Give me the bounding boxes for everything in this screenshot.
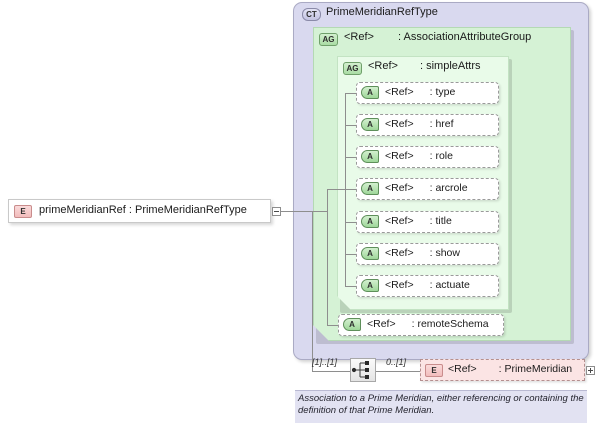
occurrence-label-left: [1]..[1] [312, 357, 338, 367]
element-badge: E [425, 364, 443, 377]
attr-branch-5 [345, 222, 356, 223]
attribute-row-href[interactable]: A <Ref> : href [356, 114, 499, 136]
sequence-compositor-icon[interactable] [350, 358, 376, 382]
attribute-name: : title [429, 215, 452, 227]
attribute-group-outer-ref: <Ref> [344, 31, 374, 43]
attribute-row-remoteschema[interactable]: A <Ref> : remoteSchema [338, 314, 504, 336]
attribute-group-inner-ref: <Ref> [368, 60, 398, 72]
element-badge: E [14, 205, 32, 218]
attribute-ref: <Ref> [367, 318, 396, 330]
attribute-label: <Ref> : href [385, 118, 454, 130]
attribute-badge: A [361, 279, 379, 292]
inner-group-stem [327, 189, 345, 190]
attribute-group-inner-name: : simpleAttrs [420, 60, 481, 72]
attribute-group-inner-badge: AG [343, 62, 362, 75]
attribute-row-title[interactable]: A <Ref> : title [356, 211, 499, 233]
outer-group-trunk [327, 189, 328, 325]
child-element-box[interactable]: E <Ref> : PrimeMeridian [420, 359, 585, 381]
attribute-name: : role [429, 150, 453, 162]
attribute-label: <Ref> : show [385, 247, 460, 259]
attr-branch-6 [345, 254, 356, 255]
attribute-row-role[interactable]: A <Ref> : role [356, 146, 499, 168]
attribute-name: : href [429, 118, 454, 130]
outer-group-stem [312, 211, 327, 212]
occurrence-label-right: 0..[1] [386, 357, 407, 367]
child-element-ref: <Ref> [448, 363, 477, 375]
attribute-row-actuate[interactable]: A <Ref> : actuate [356, 275, 499, 297]
attr-branch-3 [345, 157, 356, 158]
attribute-group-outer-badge: AG [319, 33, 338, 46]
attribute-badge: A [361, 86, 379, 99]
attr-branch-7 [345, 286, 356, 287]
attribute-ref: <Ref> [385, 150, 414, 162]
child-element-name: : PrimeMeridian [498, 363, 573, 375]
attribute-name: : remoteSchema [411, 318, 489, 330]
child-element-link [376, 371, 420, 372]
attribute-row-arcrole[interactable]: A <Ref> : arcrole [356, 178, 499, 200]
attribute-ref: <Ref> [385, 247, 414, 259]
root-element-label: primeMeridianRef : PrimeMeridianRefType [39, 204, 247, 216]
attribute-ref: <Ref> [385, 86, 414, 98]
attribute-badge: A [361, 215, 379, 228]
attribute-badge: A [361, 247, 379, 260]
attribute-name: : actuate [429, 279, 470, 291]
attribute-ref: <Ref> [385, 182, 414, 194]
attribute-row-type[interactable]: A <Ref> : type [356, 82, 499, 104]
complex-type-badge: CT [302, 8, 321, 21]
attr-branch-4 [345, 189, 356, 190]
attribute-label: <Ref> : remoteSchema [367, 318, 489, 330]
attribute-name: : arcrole [429, 182, 468, 194]
root-trunk [312, 211, 313, 371]
attribute-ref: <Ref> [385, 118, 414, 130]
attribute-badge: A [343, 318, 361, 331]
attribute-name: : show [429, 247, 460, 259]
collapse-minus-icon[interactable] [272, 207, 281, 216]
attribute-label: <Ref> : arcrole [385, 182, 468, 194]
sequence-icon-glyph [351, 361, 369, 379]
child-element-label: <Ref> : PrimeMeridian [448, 363, 572, 375]
attribute-badge: A [361, 182, 379, 195]
remote-schema-branch [327, 325, 338, 326]
attribute-ref: <Ref> [385, 215, 414, 227]
attribute-label: <Ref> : title [385, 215, 452, 227]
sequence-link [312, 371, 350, 372]
attribute-label: <Ref> : actuate [385, 279, 470, 291]
attribute-badge: A [361, 118, 379, 131]
annotation-panel: Association to a Prime Meridian, either … [295, 390, 587, 423]
attribute-label: <Ref> : type [385, 86, 455, 98]
attribute-name: : type [429, 86, 456, 98]
attribute-group-outer-name: : AssociationAttributeGroup [398, 31, 532, 43]
attribute-ref: <Ref> [385, 279, 414, 291]
complex-type-name: PrimeMeridianRefType [326, 6, 438, 18]
root-element-box[interactable]: E primeMeridianRef : PrimeMeridianRefTyp… [8, 199, 271, 223]
attribute-badge: A [361, 150, 379, 163]
annotation-text: Association to a Prime Meridian, either … [298, 393, 584, 416]
attribute-row-show[interactable]: A <Ref> : show [356, 243, 499, 265]
root-element-link [281, 211, 312, 212]
attr-branch-2 [345, 125, 356, 126]
attribute-label: <Ref> : role [385, 150, 453, 162]
attr-branch-1 [345, 93, 356, 94]
expand-plus-icon[interactable] [586, 366, 595, 375]
